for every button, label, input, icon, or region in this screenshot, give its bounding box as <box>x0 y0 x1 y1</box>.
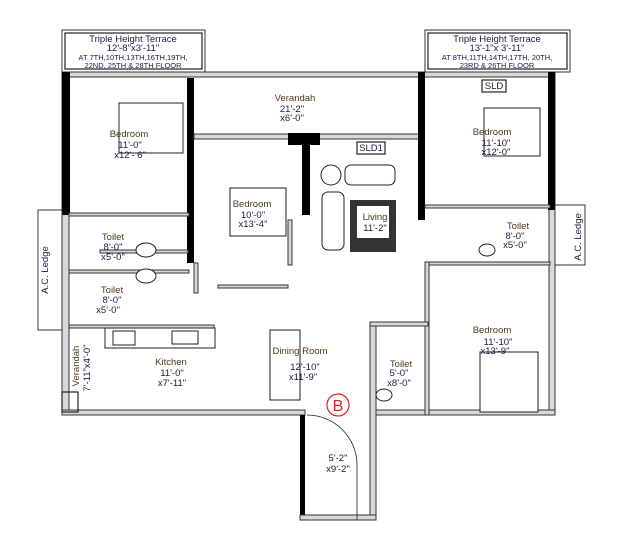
room-toilet-bottom: Toilet 5'-0" x8'-0" <box>387 359 412 389</box>
room-dim: x5'-0" <box>503 240 527 251</box>
room-name: Bedroom <box>233 199 272 210</box>
room-dim: 5'-0" <box>390 368 409 379</box>
walls <box>37 71 586 521</box>
room-living: Living 11'-2" <box>363 212 388 234</box>
sld-label: SLD <box>485 81 504 92</box>
room-dim: x13'-9" <box>481 346 510 357</box>
room-dim: x5'-0" <box>96 305 120 316</box>
main-door <box>306 414 358 520</box>
room-dim: x9'-2" <box>326 464 350 475</box>
unit-marker: B <box>326 393 350 417</box>
side-table <box>320 164 342 186</box>
unit-marker-label: B <box>333 398 344 415</box>
sofa-side <box>321 191 345 251</box>
furniture <box>104 102 541 520</box>
room-toilet-left-2: Toilet 8'-0" x5'-0" <box>96 285 123 316</box>
room-kitchen: Kitchen 11'-0" x7'-11" <box>155 357 187 389</box>
room-bedroom-right-top: Bedroom 11'-10" x12'-0" <box>473 127 512 158</box>
room-name: Toilet <box>507 221 530 232</box>
ac-ledge-right-label: A.C. Ledge <box>573 213 584 261</box>
terrace-left: Triple Height Terrace 12'-8"x3'-11" AT 7… <box>61 29 206 73</box>
room-dim: x7'-11" <box>158 378 186 389</box>
terrace-size: 12'-8"x3'-11" <box>107 43 159 54</box>
room-dim: 11'-0" <box>160 368 184 379</box>
room-toilet-right-top: Toilet 8'-0" x5'-0" <box>503 221 529 251</box>
room-dim: 11'-10" <box>484 337 513 348</box>
room-dim: 11'-0" <box>118 140 142 151</box>
sld-tag: SLD <box>481 79 507 93</box>
room-name: Dining Room <box>273 346 328 357</box>
room-dim: 12'-10" <box>290 362 319 373</box>
room-name: Toilet <box>390 359 413 370</box>
room-name: Toilet <box>102 232 125 243</box>
room-dim: x12'-0" <box>482 147 511 158</box>
room-bedroom-left: Bedroom 11'-0" x12'- 6" <box>110 129 149 161</box>
ac-ledge-left-label: A.C. Ledge <box>40 246 51 294</box>
room-dim: 10'-0" <box>241 210 265 221</box>
terrace-right: Triple Height Terrace 13'-1"x 3'-11" AT … <box>424 29 571 73</box>
bed-left <box>118 102 184 154</box>
room-name: Kitchen <box>155 357 187 368</box>
room-name: Bedroom <box>473 325 512 336</box>
sink-icon <box>112 330 136 346</box>
room-dim: x8'-0" <box>387 378 411 389</box>
room-bedroom-middle: Bedroom 10'-0" x13'-4" <box>233 199 272 230</box>
terrace-floors: 23RD & 26TH FLOOR <box>460 61 535 70</box>
room-dim: 8'-0" <box>506 231 525 242</box>
room-name: Bedroom <box>473 127 512 138</box>
room-name: Living <box>363 212 388 223</box>
washbasin-icon <box>478 243 496 257</box>
room-toilet-left-1: Toilet 8'-0" x5'-0" <box>101 232 125 263</box>
room-dim: 21'-2" <box>280 104 304 115</box>
bed-right-bottom <box>479 351 539 413</box>
terrace-floors: 22ND, 25TH & 28TH FLOOR <box>84 61 182 70</box>
sld1-label: SLD1 <box>359 143 383 154</box>
room-dining: Dining Room 12'-10" x11'-9" <box>273 346 328 383</box>
terrace-floors: AT 7TH,10TH,13TH,16TH,19TH, <box>79 53 188 62</box>
sld1-tag: SLD1 <box>356 141 386 155</box>
dining-table <box>269 329 301 401</box>
sofa <box>344 164 396 186</box>
terrace-size: 13'-1"x 3'-11" <box>469 43 524 54</box>
room-name: Toilet <box>101 285 124 296</box>
room-verandah-side: Verandah 7'-11"x4'-0" <box>71 344 93 391</box>
room-dim: 5'-2" <box>329 453 348 464</box>
room-dim: 8'-0" <box>104 242 123 253</box>
room-name: Bedroom <box>110 129 149 140</box>
bed-right-top <box>483 107 541 157</box>
room-foyer: 5'-2" x9'-2" <box>326 453 350 475</box>
room-dim: 7'-11"x4'-0" <box>82 344 93 391</box>
room-dim: x11'-9" <box>289 372 317 383</box>
bed-middle <box>229 187 287 237</box>
room-bedroom-right-bottom: Bedroom 11'-10" x13'-9" <box>473 325 513 357</box>
washbasin-icon <box>135 242 157 258</box>
room-dim: x12'- 6" <box>114 150 146 161</box>
terrace-title: Triple Height Terrace <box>89 34 177 45</box>
stove-icon <box>171 330 199 345</box>
room-dim: 11'-10" <box>482 138 511 149</box>
room-verandah-top: Verandah 21'-2" x6'-0" <box>275 93 316 124</box>
washbasin-icon <box>135 268 157 284</box>
terrace-title: Triple Height Terrace <box>453 34 541 45</box>
room-dim: x6'-0" <box>280 113 304 124</box>
room-dim: 8'-0" <box>103 295 122 306</box>
washbasin-icon <box>375 388 393 402</box>
room-name: Verandah <box>275 93 316 104</box>
room-dim: 11'-2" <box>363 223 387 234</box>
terrace-floors: AT 8TH,11TH,14TH,17TH, 20TH, <box>442 53 552 62</box>
room-dim: x5'-0" <box>101 252 125 263</box>
room-dim: x13'-4" <box>239 219 268 230</box>
room-name: Verandah <box>71 346 82 387</box>
